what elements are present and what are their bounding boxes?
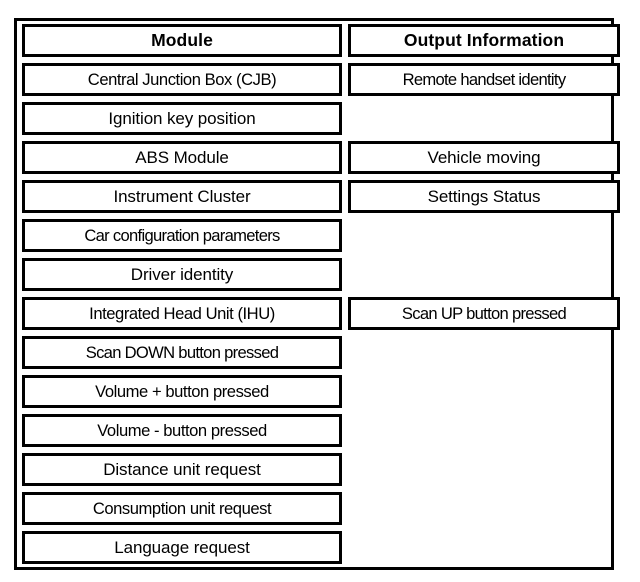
table-cell-label-module: Language request xyxy=(114,538,250,557)
table-cell-module: Scan DOWN button pressed xyxy=(22,336,342,369)
table-cell-output: Vehicle moving xyxy=(348,141,620,174)
table-cell-output-empty xyxy=(348,531,620,564)
table-cell-label-module: Consumption unit request xyxy=(92,499,272,518)
table-cell-label-module: Volume + button pressed xyxy=(95,382,269,401)
table-cell-output: Remote handset identity xyxy=(348,63,620,96)
table-cell-label-output: Vehicle moving xyxy=(427,148,541,167)
table-row: Integrated Head Unit (IHU) Scan UP butto… xyxy=(20,296,620,335)
table-cell-output-empty xyxy=(348,414,620,447)
table-cell-module: Driver identity xyxy=(22,258,342,291)
table-cell-module: ABS Module xyxy=(22,141,342,174)
table-body: Module Output Information Central Juncti… xyxy=(20,23,620,569)
table-cell-label-module: Scan DOWN button pressed xyxy=(85,343,279,362)
table-outer-frame: Module Output Information Central Juncti… xyxy=(14,18,620,570)
table-cell-label-output: Scan UP button pressed xyxy=(401,304,567,323)
table-row: Central Junction Box (CJB) Remote handse… xyxy=(20,62,620,101)
table-row: Consumption unit request xyxy=(20,491,614,530)
table-cell-label-module: ABS Module xyxy=(135,148,229,167)
table-cell-label-module: Volume - button pressed xyxy=(97,421,267,440)
table-row: Ignition key position xyxy=(20,101,614,140)
table-cell-output-empty xyxy=(348,219,620,252)
table-cell-output-empty xyxy=(348,258,620,291)
table-row: ABS Module Vehicle moving xyxy=(20,140,620,179)
table-cell-label-module: Integrated Head Unit (IHU) xyxy=(89,304,275,323)
table-cell-output: Scan UP button pressed xyxy=(348,297,620,330)
table-cell-label-module: Distance unit request xyxy=(103,460,261,479)
table-header-cell-module: Module xyxy=(22,24,342,57)
table-cell-output: Settings Status xyxy=(348,180,620,213)
table-cell-label-module: Driver identity xyxy=(130,265,234,284)
table-cell-module: Instrument Cluster xyxy=(22,180,342,213)
table-row: Volume - button pressed xyxy=(20,413,614,452)
table-row: Language request xyxy=(20,530,614,569)
table-cell-label-output: Remote handset identity xyxy=(402,70,567,89)
table-cell-label-output: Settings Status xyxy=(427,187,541,206)
table-row: Instrument Cluster Settings Status xyxy=(20,179,620,218)
table-cell-module: Volume - button pressed xyxy=(22,414,342,447)
table-cell-module: Consumption unit request xyxy=(22,492,342,525)
table-cell-label-module: Instrument Cluster xyxy=(113,187,251,206)
table-cell-module: Ignition key position xyxy=(22,102,342,135)
table-header-label-module: Module xyxy=(151,30,213,50)
table-cell-module: Volume + button pressed xyxy=(22,375,342,408)
table-cell-output-empty xyxy=(348,453,620,486)
table-cell-label-module: Ignition key position xyxy=(108,109,256,128)
table-row: Driver identity xyxy=(20,257,614,296)
table-row: Distance unit request xyxy=(20,452,614,491)
table-cell-output-empty xyxy=(348,102,620,135)
table-cell-label-module: Car configuration parameters xyxy=(84,226,280,245)
table-cell-module: Distance unit request xyxy=(22,453,342,486)
table-header-cell-output: Output Information xyxy=(348,24,620,57)
table-cell-label-module: Central Junction Box (CJB) xyxy=(87,70,277,89)
table-row: Car configuration parameters xyxy=(20,218,614,257)
table-row: Volume + button pressed xyxy=(20,374,614,413)
table-cell-module: Car configuration parameters xyxy=(22,219,342,252)
table-cell-module: Language request xyxy=(22,531,342,564)
table-cell-output-empty xyxy=(348,492,620,525)
table-header-label-output: Output Information xyxy=(403,30,565,50)
table-cell-output-empty xyxy=(348,375,620,408)
table-cell-module: Integrated Head Unit (IHU) xyxy=(22,297,342,330)
table-cell-output-empty xyxy=(348,336,620,369)
table-row: Scan DOWN button pressed xyxy=(20,335,614,374)
table-header-row: Module Output Information xyxy=(20,23,620,62)
table-cell-module: Central Junction Box (CJB) xyxy=(22,63,342,96)
